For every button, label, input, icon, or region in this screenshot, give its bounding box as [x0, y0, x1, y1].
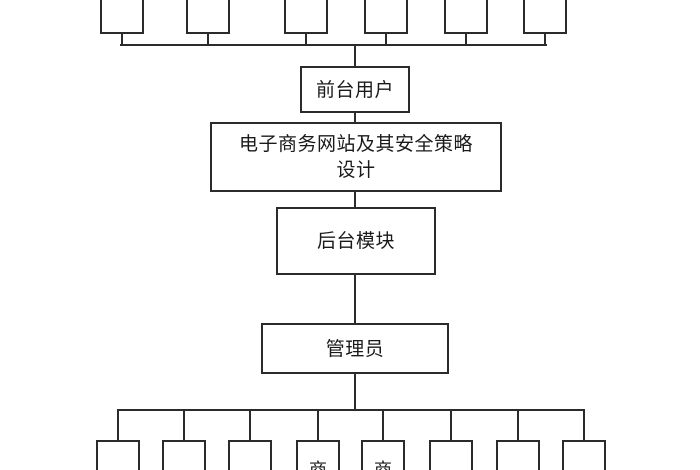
bottom-leaf-box-8: [562, 440, 606, 470]
top-leaf-box-2: [186, 0, 230, 34]
backend-module-node: 后台模块: [276, 207, 436, 275]
bottom-leaf-box-1: [96, 440, 140, 470]
top-leaf-box-6: [523, 0, 567, 34]
ecommerce-website-label-line1: 电子商务网站及其安全策略: [238, 133, 473, 155]
admin-label: 管理员: [325, 337, 385, 360]
bottom-leaf-box-7: [496, 440, 540, 470]
top-leaf-box-3: [284, 0, 328, 34]
bottom-leaf-label-5: 商: [363, 456, 403, 470]
top-leaf-box-5: [444, 0, 488, 34]
frontend-user-node: 前台用户: [300, 66, 410, 113]
bottom-leaf-box-4: 商: [296, 440, 340, 470]
ecommerce-website-label-line2: 设计: [336, 159, 376, 181]
bottom-leaf-box-3: [228, 440, 272, 470]
backend-module-label: 后台模块: [316, 230, 395, 252]
bottom-leaf-box-2: [162, 440, 206, 470]
admin-node: 管理员: [261, 323, 449, 374]
bottom-leaf-box-5: 商: [361, 440, 405, 470]
bottom-leaf-label-4: 商: [298, 456, 338, 470]
bottom-leaf-box-6: [429, 440, 473, 470]
top-leaf-box-1: [100, 0, 144, 34]
top-leaf-box-4: [364, 0, 408, 34]
ecommerce-website-node: 电子商务网站及其安全策略 设计: [210, 122, 502, 192]
frontend-user-label: 前台用户: [315, 78, 394, 101]
